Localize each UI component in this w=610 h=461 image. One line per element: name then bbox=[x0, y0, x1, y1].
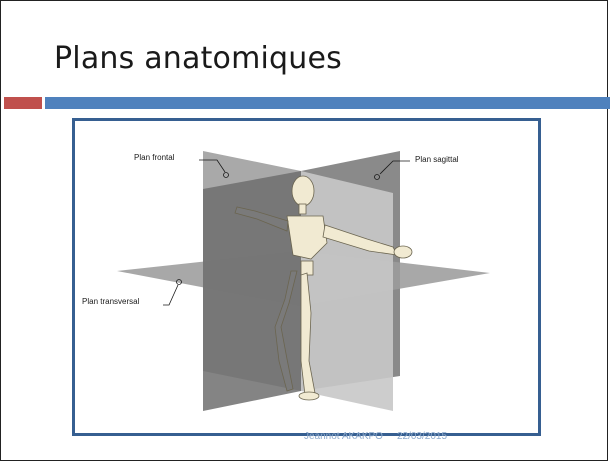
mannequin-neck bbox=[299, 204, 306, 214]
mannequin-head bbox=[292, 176, 314, 206]
anatomical-planes-figure: Plan frontal Plan sagittal Plan transver… bbox=[72, 118, 541, 436]
anatomical-planes-illustration bbox=[75, 121, 538, 433]
label-plan-sagittal: Plan sagittal bbox=[415, 155, 459, 164]
frontal-plane-front bbox=[301, 171, 393, 411]
footer-date: 22/03/2015 bbox=[397, 431, 447, 442]
slide-title: Plans anatomiques bbox=[54, 41, 342, 76]
mannequin-right-hand bbox=[394, 246, 412, 258]
mannequin-right-foot bbox=[299, 392, 319, 400]
title-accent-bar-blue bbox=[45, 97, 610, 109]
footer-author: Jeannot AKAKPO bbox=[304, 431, 383, 442]
label-plan-transversal: Plan transversal bbox=[82, 297, 139, 306]
title-accent-bar-red bbox=[4, 97, 42, 109]
slide-footer: Jeannot AKAKPO 22/03/2015 bbox=[304, 431, 461, 442]
transversal-leader-line bbox=[163, 285, 178, 305]
label-plan-frontal: Plan frontal bbox=[134, 153, 174, 162]
